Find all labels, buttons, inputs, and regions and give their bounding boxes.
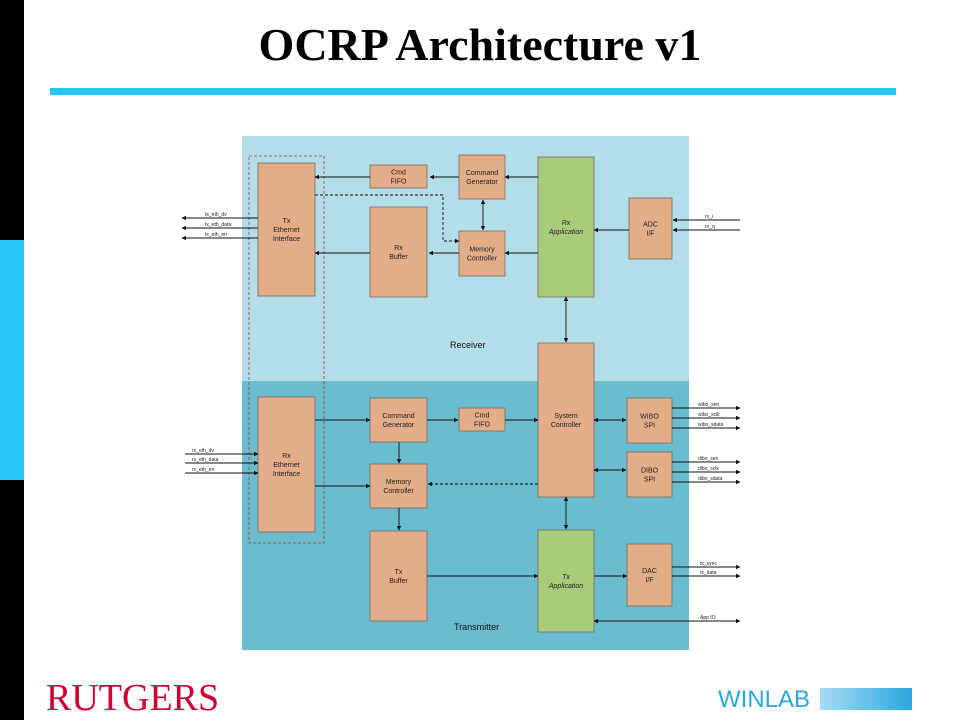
block-tx-app-label: Tx [562,574,570,581]
block-dac-if-label: I/F [645,577,653,584]
block-mem-ctrl-tx-label: Controller [383,488,414,495]
block-tx-eth-label: Tx [283,218,291,225]
block-sys-ctrl-label: System [554,413,578,420]
signal-app-io: App IO [700,615,716,621]
title-underline [50,88,896,95]
block-mem-ctrl-rx-label: Controller [467,256,498,263]
block-sys-ctrl-label: Controller [551,422,582,429]
block-mem-ctrl-tx-label: Memory [386,479,412,486]
block-dac-if: DAC I/F [626,543,673,607]
transmitter-label: Transmitter [454,622,499,632]
signal-wibo-sen: wibo_sen [698,402,719,408]
block-cmd-gen-tx-label: Command [382,413,414,420]
block-wibo-spi-label: WIBO [640,414,659,421]
block-cmd-gen-rx-label: Generator [466,179,498,186]
block-rx-eth-label: Interface [273,471,300,478]
block-cmd-fifo-tx-label: FIFO [474,422,490,429]
block-dibo-spi: DIBO SPI [626,451,673,498]
slide-title: OCRP Architecture v1 [258,19,702,70]
winlab-logo: WINLAB [718,686,811,713]
block-wibo-spi: WIBO SPI [626,397,673,444]
block-rx-buffer-label: Rx [394,245,403,252]
block-cmd-fifo-tx-label: Cmd [475,413,490,420]
signal-dibo-sdata: dibo_sdata [698,476,723,482]
signal-rx-q: rx_q [705,224,715,230]
receiver-label: Receiver [450,340,486,350]
rutgers-logo: RUTGERS [46,677,220,719]
signal-dibo-sclk: dibo_sclk [698,466,719,472]
block-adc-if-label: ADC [643,222,658,229]
block-wibo-spi-label: SPI [644,423,655,430]
signal-rx-i: rx_i [705,214,713,220]
ethernet-group-outline [248,155,325,544]
winlab-logo-bar [820,688,912,710]
signal-tx-data: tx_data [700,570,717,576]
signal-rx-eth-data: rx_eth_data [192,457,219,463]
block-rx-eth-label: Rx [282,453,291,460]
block-rx-app-label: Application [548,229,583,236]
block-dac-if-label: DAC [642,568,657,575]
signal-wibo-sdata: wibo_sdata [698,422,724,428]
signal-rx-eth-dv: rx_eth_dv [192,448,214,454]
block-rx-buffer-label: Buffer [389,254,408,261]
left-accent-highlight [0,240,24,480]
block-mem-ctrl-rx-label: Memory [469,247,495,254]
signal-tx-eth-err: tx_eth_err [205,232,228,238]
block-cmd-gen-tx-label: Generator [383,422,415,429]
block-rx-app-label: Rx [562,220,571,227]
block-cmd-fifo-rx-label: FIFO [391,179,407,186]
block-tx-app-label: Application [548,583,583,590]
block-tx-buffer-label: Buffer [389,578,408,585]
block-cmd-gen-rx-label: Command [466,170,498,177]
block-dibo-spi-label: DIBO [641,468,659,475]
block-dibo-spi-label: SPI [644,477,655,484]
signal-rx-eth-err: rx_eth_err [192,467,215,473]
block-rx-eth-label: Ethernet [273,462,300,469]
block-cmd-fifo-rx-label: Cmd [391,170,406,177]
block-tx-buffer-label: Tx [395,569,403,576]
signal-dibo-sen: dibo_sen [698,456,719,462]
connector-txeth-memctrl-dashed [315,194,460,244]
block-tx-eth-label: Interface [273,236,300,243]
signal-tx-sync: tx_sync [700,561,717,567]
block-adc-if-label: I/F [646,231,654,238]
signal-tx-eth-dv: tx_eth_dv [205,212,227,218]
signal-tx-eth-data: tx_eth_data [205,222,231,228]
signal-wibo-sclk: wibo_sclk [698,412,720,418]
block-tx-eth-label: Ethernet [273,227,300,234]
block-adc-if: ADC I/F [628,197,673,260]
